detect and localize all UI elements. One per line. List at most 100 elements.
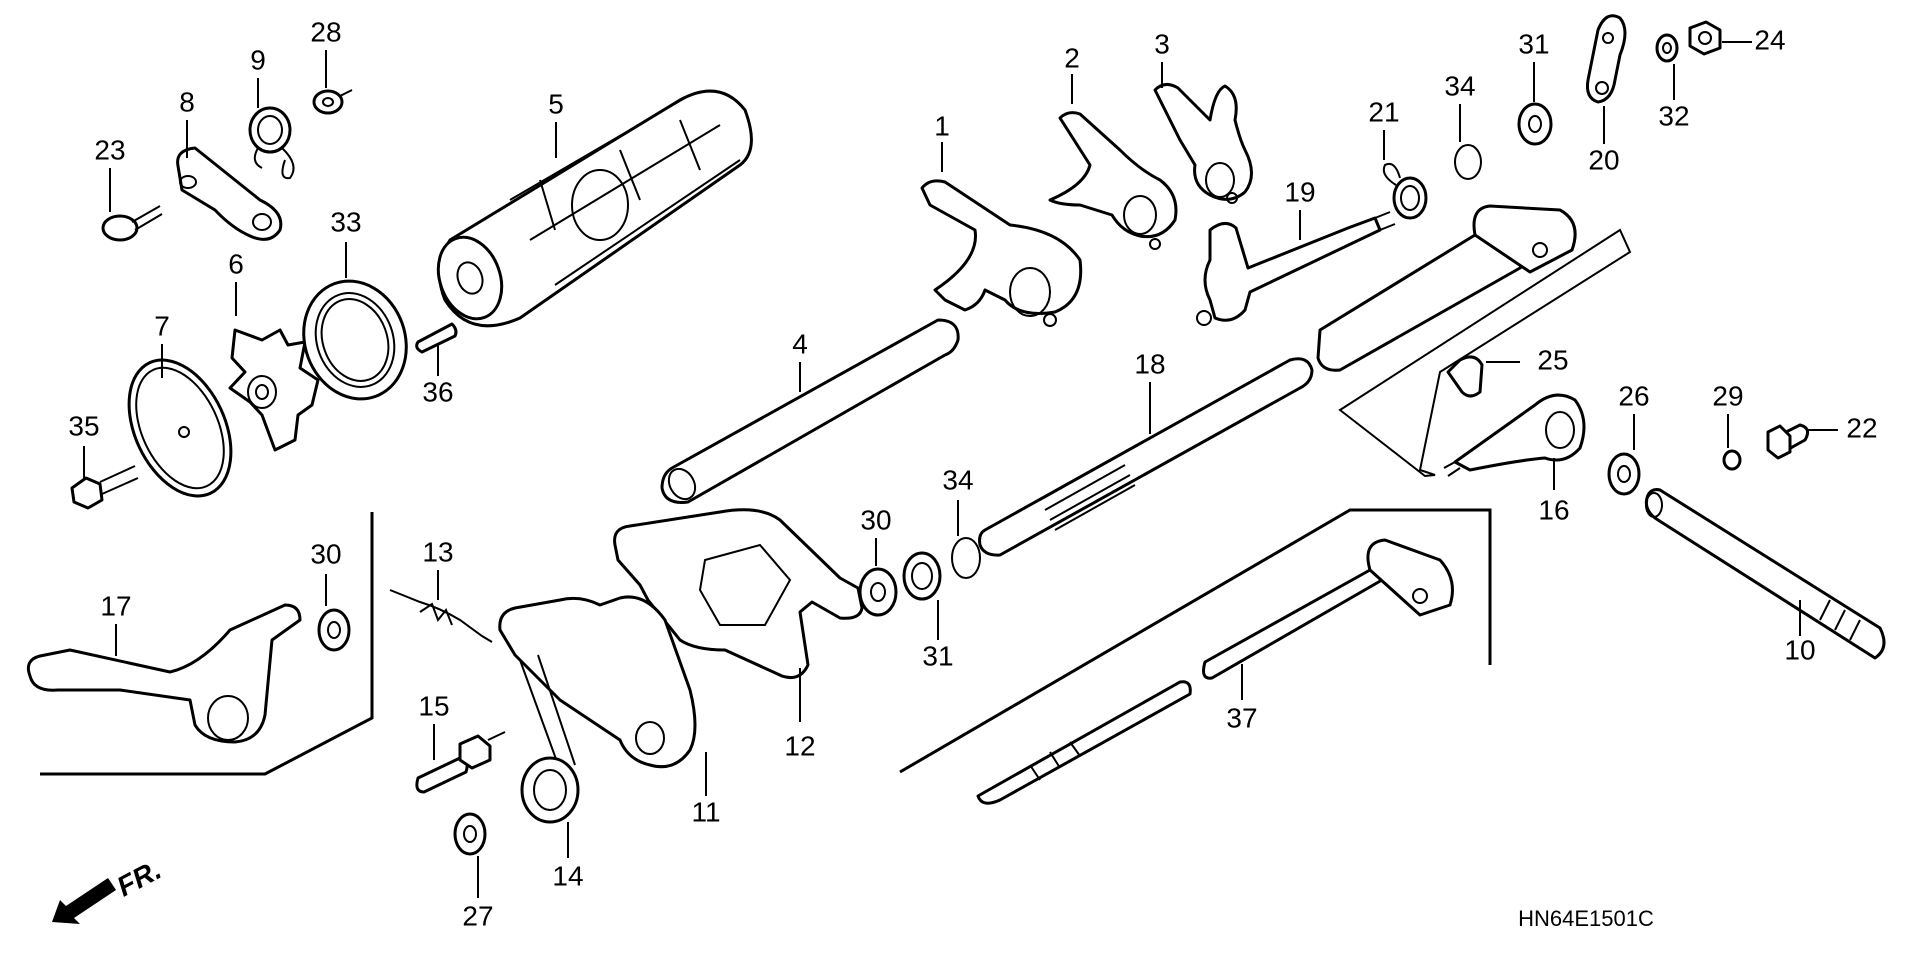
callout-23: 23 <box>94 134 126 212</box>
callout-33: 33 <box>330 206 362 278</box>
part-27-washer <box>453 812 487 856</box>
callout-14: 14 <box>552 822 584 891</box>
part-8-arm <box>176 146 283 241</box>
part-34-circlip <box>1454 144 1482 180</box>
part-28-washer <box>312 89 353 115</box>
callout-label: 20 <box>1588 144 1619 175</box>
callout-4: 4 <box>792 328 808 392</box>
callout-1: 1 <box>934 110 950 172</box>
part-31-washer <box>1517 102 1553 146</box>
callout-label: 16 <box>1538 494 1569 525</box>
callout-label: 33 <box>330 206 361 237</box>
part-37-spindle <box>976 538 1454 805</box>
callout-label: 23 <box>94 134 125 165</box>
callout-17: 17 <box>100 590 132 656</box>
callout-label: 25 <box>1537 344 1568 375</box>
callout-label: 24 <box>1754 24 1785 55</box>
part-3-shift-fork <box>1153 83 1253 204</box>
callout-18: 18 <box>1134 348 1166 434</box>
callout-label: 19 <box>1284 176 1315 207</box>
callout-label: 22 <box>1846 412 1877 443</box>
callout-5: 5 <box>548 88 564 158</box>
callout-3: 3 <box>1154 28 1170 88</box>
callout-label: 27 <box>462 900 493 931</box>
part-15-stud-bolt <box>415 731 506 794</box>
callout-10: 10 <box>1784 600 1816 665</box>
part-4-fork-shaft <box>660 318 960 504</box>
callout-label: 10 <box>1784 634 1815 665</box>
part-12-guide-plate <box>613 508 864 680</box>
part-30-washer-2 <box>317 608 351 652</box>
part-13-spring <box>389 589 493 643</box>
part-33-bearing <box>302 279 408 401</box>
callout-30-b: 30 <box>310 538 342 606</box>
part-23-bolt <box>101 205 163 242</box>
callout-label: 2 <box>1064 42 1080 73</box>
part-31-washer-2 <box>902 551 942 601</box>
callout-8: 8 <box>179 86 195 158</box>
group-frame-17 <box>40 512 374 776</box>
part-25-clip <box>1446 355 1484 398</box>
callout-label: 12 <box>784 730 815 761</box>
callout-label: 30 <box>310 538 341 569</box>
callout-label: 32 <box>1658 100 1689 131</box>
callout-label: 31 <box>922 640 953 671</box>
part-9-spring <box>248 106 295 180</box>
callout-26: 26 <box>1618 380 1650 450</box>
callout-label: 13 <box>422 536 453 567</box>
callout-label: 26 <box>1618 380 1649 411</box>
part-5-shift-drum <box>436 89 753 328</box>
callout-7: 7 <box>154 310 170 378</box>
callout-label: 1 <box>934 110 950 141</box>
callout-16: 16 <box>1538 458 1570 525</box>
part-2-shift-fork <box>1048 111 1178 250</box>
part-35-bolt <box>70 465 139 510</box>
callout-label: 11 <box>691 796 720 827</box>
callout-15: 15 <box>418 690 450 760</box>
part-22-bolt <box>1766 423 1810 460</box>
callout-label: 14 <box>552 860 583 891</box>
callout-label: 37 <box>1226 702 1257 733</box>
part-19-shift-shaft <box>1196 211 1396 326</box>
callout-30-a: 30 <box>860 504 892 566</box>
callout-32: 32 <box>1658 64 1690 131</box>
part-26-washer <box>1607 452 1641 496</box>
callout-9: 9 <box>250 44 266 108</box>
callout-28: 28 <box>310 16 342 88</box>
callout-21: 21 <box>1368 96 1400 160</box>
part-16-shift-arm <box>1443 393 1586 477</box>
part-6-stopper-plate <box>228 328 320 452</box>
part-17-gearshift-pedal <box>26 603 302 744</box>
callout-label: 6 <box>228 248 244 279</box>
callout-label: 34 <box>1444 70 1475 101</box>
callout-12: 12 <box>784 668 816 761</box>
callout-36: 36 <box>422 344 454 407</box>
callout-31-a: 31 <box>1518 28 1550 102</box>
part-18-shift-spindle <box>978 204 1577 557</box>
callout-25: 25 <box>1486 344 1569 375</box>
front-direction-arrow: FR. <box>52 854 166 924</box>
callout-label: 21 <box>1368 96 1399 127</box>
callout-19: 19 <box>1284 176 1316 240</box>
callout-37: 37 <box>1226 664 1258 733</box>
callout-24: 24 <box>1722 24 1786 55</box>
callout-label: 29 <box>1712 380 1743 411</box>
callout-label: 31 <box>1518 28 1549 59</box>
callout-label: 5 <box>548 88 564 119</box>
callout-label: 8 <box>179 86 195 117</box>
callout-label: 30 <box>860 504 891 535</box>
callout-29: 29 <box>1712 380 1744 448</box>
callout-6: 6 <box>228 248 244 316</box>
part-24-nut <box>1688 20 1722 56</box>
callout-2: 2 <box>1064 42 1080 104</box>
callout-label: 35 <box>68 410 99 441</box>
callout-22: 22 <box>1808 412 1878 443</box>
callout-label: 15 <box>418 690 449 721</box>
callout-20: 20 <box>1588 106 1620 175</box>
callout-label: 7 <box>154 310 170 341</box>
group-frame-16 <box>1338 228 1632 478</box>
front-direction-label: FR. <box>112 854 166 903</box>
callout-label: 18 <box>1134 348 1165 379</box>
callout-31-b: 31 <box>922 600 954 671</box>
